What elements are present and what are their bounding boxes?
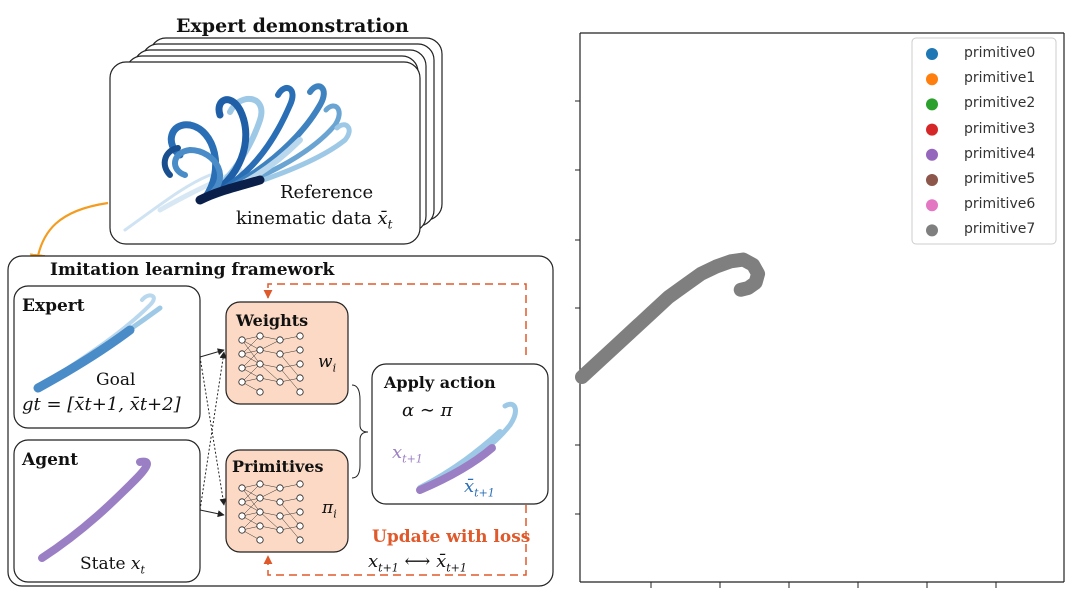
state-subscript: t xyxy=(140,563,145,577)
xbar-next-symbol: x̄ xyxy=(464,476,475,497)
reference-subscript: t xyxy=(387,217,393,232)
loss-left-subscript: t+1 xyxy=(378,561,399,575)
apply-action-label: Apply action xyxy=(384,373,496,392)
input-arrows xyxy=(199,348,227,518)
primitives-label: Primitives xyxy=(232,457,324,476)
x-next-subscript: t+1 xyxy=(402,452,423,466)
xbar-next-subscript: t+1 xyxy=(474,486,495,500)
legend-marker-primitive4 xyxy=(926,148,938,161)
legend-label-primitive5: primitive5 xyxy=(964,171,1036,187)
expert-label: Expert xyxy=(22,296,85,316)
update-loss-label: Update with loss xyxy=(372,527,531,547)
x-next-label: xt+1 xyxy=(392,444,423,465)
loss-right-symbol: x̄ xyxy=(436,551,447,572)
trajectory-primitive7 xyxy=(575,252,766,384)
legend-marker-primitive3 xyxy=(926,123,938,136)
legend-marker-primitive2 xyxy=(926,98,938,111)
state-symbol: x xyxy=(130,554,141,574)
chart-area xyxy=(575,32,1065,588)
framework-title: Imitation learning framework xyxy=(50,260,335,280)
reference-label-line1: Reference xyxy=(280,182,374,203)
state-label-group: State xt xyxy=(80,554,145,577)
legend-label-primitive6: primitive6 xyxy=(964,196,1036,213)
expert-demo-title: Expert demonstration xyxy=(176,15,409,37)
legend-marker-primitive6 xyxy=(926,199,938,212)
loss-formula: xt+1 ⟷ x̄t+1 xyxy=(368,553,467,574)
apply-action-trajectory xyxy=(416,401,518,494)
primitives-symbol-group: πi xyxy=(322,498,337,521)
loss-left-symbol: x xyxy=(368,551,379,572)
x-next-symbol: x xyxy=(392,442,403,463)
legend-marker-primitive1 xyxy=(926,73,938,86)
weights-subscript: i xyxy=(332,361,337,375)
expert-demo-trajectories xyxy=(123,83,352,232)
weights-label: Weights xyxy=(236,311,309,330)
legend-label-primitive4: primitive4 xyxy=(964,145,1036,162)
loss-feedback-loop xyxy=(263,283,527,576)
chart-legend xyxy=(911,37,1057,245)
primitives-symbol: π xyxy=(322,498,334,518)
legend-label-primitive0: primitive0 xyxy=(964,45,1036,61)
loss-right-subscript: t+1 xyxy=(446,561,467,575)
weights-symbol: w xyxy=(318,352,333,372)
legend-marker-primitive5 xyxy=(926,174,938,186)
agent-state-trajectory xyxy=(38,457,151,562)
reference-symbol: x̄ xyxy=(377,208,388,229)
legend-label-primitive1: primitive1 xyxy=(964,70,1036,87)
combine-brace xyxy=(351,384,369,479)
xbar-next-label: x̄t+1 xyxy=(464,478,495,499)
legend-marker-primitive7 xyxy=(926,224,938,237)
agent-label: Agent xyxy=(22,450,79,470)
state-label: State xyxy=(80,554,126,574)
weights-symbol-group: wi xyxy=(318,352,337,375)
goal-label: Goal xyxy=(96,370,136,390)
goal-formula: gt = [x̄t+1, x̄t+2] xyxy=(22,394,181,415)
action-formula: α ∼ π xyxy=(402,400,453,421)
reference-label-line2: kinematic data x̄t xyxy=(236,210,392,231)
legend-label-primitive3: primitive3 xyxy=(964,120,1036,137)
primitives-subscript: i xyxy=(333,507,337,521)
apply-action-box xyxy=(371,363,549,505)
expert-goal-trajectory xyxy=(33,293,163,393)
loss-arrow: ⟷ xyxy=(404,551,431,572)
legend-marker-primitive0 xyxy=(926,48,938,60)
legend-label-primitive2: primitive2 xyxy=(964,95,1036,112)
reference-label-text: kinematic data xyxy=(236,208,372,229)
legend-label-primitive7: primitive7 xyxy=(964,221,1036,238)
